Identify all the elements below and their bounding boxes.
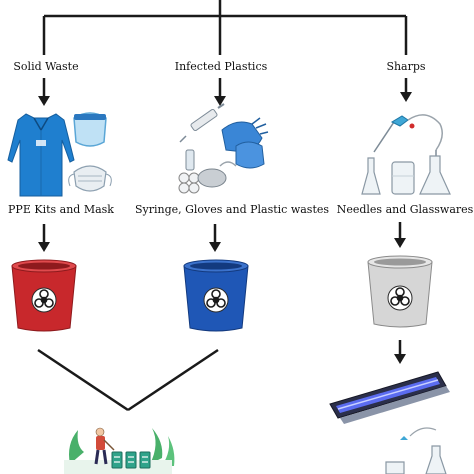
red-bin: [11, 259, 77, 332]
item-label-plastics: Syringe, Gloves and Plastic wastes: [134, 203, 330, 216]
gloves-icon: [221, 117, 269, 169]
syringe-icon: [179, 103, 225, 143]
plastic-waste-icon: [178, 149, 237, 194]
arrow-ppe-to-red-bin: [38, 224, 50, 252]
ppe-gown-icon: [7, 113, 75, 197]
glass-flasks-icon: [361, 155, 451, 195]
arrow-sharps-to-needles: [400, 78, 412, 102]
face-mask-icon: [68, 165, 112, 192]
category-label-infected-plastics: Infected Plastics: [174, 60, 268, 73]
item-label-needles: Needles and Glasswares: [336, 203, 474, 216]
blue-bin: [183, 259, 249, 332]
converge-right: [127, 348, 219, 412]
gray-bin: [367, 255, 433, 328]
landfill-incineration-icon: [64, 427, 175, 474]
uv-lamp-icon: [329, 371, 450, 424]
worker-figure: [94, 427, 115, 465]
needle-icon: [373, 114, 443, 160]
category-label-solid-waste: Solid Waste: [13, 60, 79, 73]
arrow-solid-to-ppe: [38, 78, 50, 106]
biohazard-icon: [34, 289, 54, 308]
arrow-infected-to-plastics: [214, 78, 226, 106]
converge-left: [37, 348, 129, 412]
biohazard-icon: [206, 289, 226, 308]
arrow-needles-to-gray-bin: [394, 222, 406, 248]
arrow-gray-bin-to-uv: [394, 340, 406, 364]
glass-flasks-icon: [385, 427, 447, 474]
arrow-plastics-to-blue-bin: [209, 224, 221, 252]
face-shield-icon: [73, 112, 107, 147]
item-label-ppe: PPE Kits and Mask: [8, 203, 114, 216]
disposal-units: [111, 451, 151, 469]
category-label-sharps: Sharps: [386, 60, 426, 73]
biohazard-icon: [390, 287, 410, 306]
